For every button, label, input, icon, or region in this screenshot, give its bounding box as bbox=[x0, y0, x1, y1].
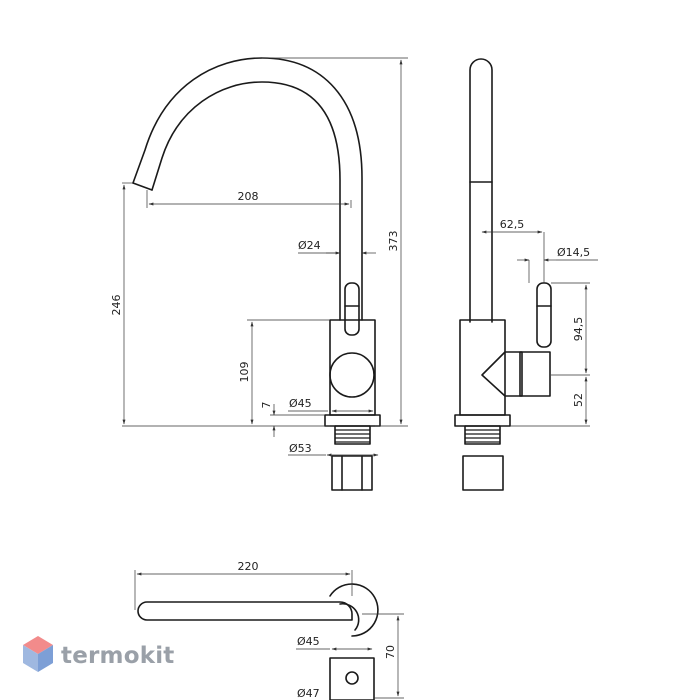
top-body bbox=[329, 657, 375, 700]
top-base-inner bbox=[339, 602, 360, 631]
top-view: 220 Ø45 70 Ø47 bbox=[134, 560, 404, 700]
side-shank bbox=[462, 455, 504, 491]
dim-base-diameter: Ø45 bbox=[289, 397, 312, 410]
dim-body-height: 109 bbox=[238, 362, 251, 383]
side-handle-connector bbox=[481, 351, 523, 397]
top-base-outer bbox=[329, 583, 379, 637]
dim-bottom-diameter: Ø47 bbox=[297, 687, 320, 700]
dim-thread-diameter: Ø53 bbox=[289, 442, 312, 455]
dim-top-base-diameter: Ø45 bbox=[297, 635, 320, 648]
dim-spout-length: 220 bbox=[238, 560, 259, 573]
front-thread bbox=[334, 425, 371, 445]
side-thread bbox=[464, 425, 501, 445]
dim-gap: 7 bbox=[260, 402, 273, 409]
side-spout bbox=[469, 58, 493, 323]
dim-depth: 70 bbox=[384, 645, 397, 659]
dim-spout-height: 246 bbox=[110, 295, 123, 316]
top-spout bbox=[137, 601, 353, 621]
side-base-ring bbox=[454, 414, 511, 427]
front-spout-inner bbox=[151, 81, 341, 321]
side-view: 62,5 Ø14,5 94,5 52 bbox=[454, 58, 598, 491]
dim-handle-offset: 62,5 bbox=[500, 218, 525, 231]
side-handle bbox=[536, 282, 552, 348]
front-spout-outer bbox=[132, 57, 363, 321]
dim-handle-length: 94,5 bbox=[572, 317, 585, 342]
front-spout-tip bbox=[132, 182, 153, 191]
front-shank bbox=[331, 455, 373, 491]
dim-handle-diameter: Ø14,5 bbox=[557, 246, 590, 259]
dim-total-height: 373 bbox=[387, 231, 400, 252]
side-body bbox=[459, 319, 506, 416]
dim-spout-reach: 208 bbox=[238, 190, 259, 203]
front-handle bbox=[344, 282, 360, 336]
logo-cube-icon bbox=[23, 636, 53, 672]
front-base-ring bbox=[324, 414, 381, 427]
side-handle-base bbox=[519, 351, 551, 397]
top-handle-circle bbox=[345, 671, 359, 685]
dim-spout-diameter: Ø24 bbox=[298, 239, 321, 252]
front-cartridge bbox=[329, 352, 375, 398]
logo-text: termokit bbox=[61, 643, 174, 669]
front-view: 208 Ø24 373 246 109 7 Ø45 Ø53 bbox=[110, 57, 408, 491]
dim-handle-height: 52 bbox=[572, 393, 585, 407]
termokit-logo: termokit bbox=[23, 636, 174, 672]
